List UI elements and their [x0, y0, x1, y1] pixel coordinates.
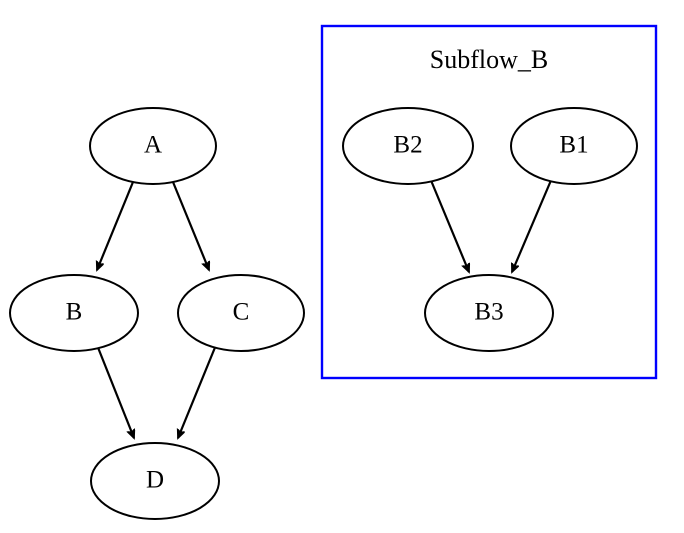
node-label: D [146, 467, 164, 494]
edge-line [171, 181, 209, 270]
edge-line [97, 181, 135, 270]
node-label: B1 [559, 132, 588, 159]
edge-A-to-B [97, 181, 135, 270]
node-label: A [144, 132, 162, 159]
node-shape[interactable] [510, 107, 638, 185]
node-D[interactable]: D [90, 442, 220, 520]
node-label: B [66, 299, 83, 326]
edge-line [512, 177, 554, 272]
edge-B2-to-B3 [428, 177, 469, 272]
node-C[interactable]: C [177, 274, 305, 352]
edge-line [428, 177, 469, 272]
node-B1[interactable]: B1 [510, 107, 638, 185]
node-A[interactable]: A [89, 107, 217, 185]
node-label: B3 [474, 299, 503, 326]
edge-B1-to-B3 [512, 177, 554, 272]
node-label: B2 [393, 132, 422, 159]
node-B[interactable]: B [9, 274, 139, 352]
node-shape[interactable] [342, 107, 474, 185]
edge-C-to-D [178, 344, 218, 438]
cluster-Subflow_B: Subflow_B [320, 24, 658, 380]
edge-A-to-C [171, 181, 209, 270]
node-shape[interactable] [177, 274, 305, 352]
edge-B-to-D [95, 344, 134, 438]
node-B3[interactable]: B3 [424, 274, 554, 352]
edges-layer [95, 177, 554, 438]
cluster-label: Subflow_B [430, 45, 548, 74]
node-B2[interactable]: B2 [342, 107, 474, 185]
edge-line [178, 344, 218, 438]
node-shape[interactable] [9, 274, 139, 352]
edge-line [95, 344, 134, 438]
node-label: C [233, 299, 250, 326]
node-shape[interactable] [89, 107, 217, 185]
clusters-layer: Subflow_B [320, 24, 658, 380]
cluster-border [320, 24, 658, 380]
node-shape[interactable] [90, 442, 220, 520]
node-shape[interactable] [424, 274, 554, 352]
